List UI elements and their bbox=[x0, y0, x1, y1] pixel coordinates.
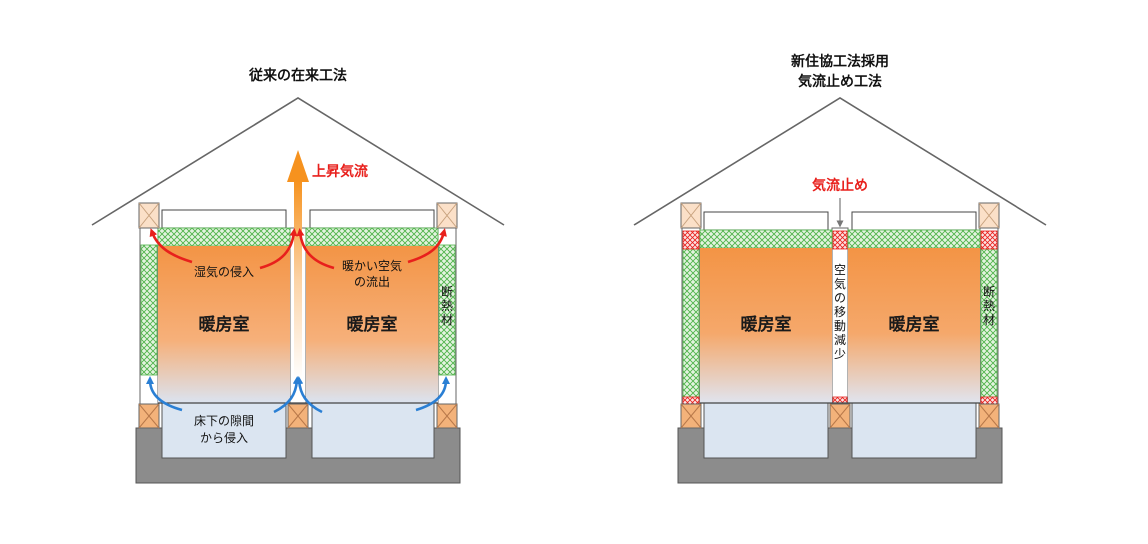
left-insulation-label: 断熱材 bbox=[441, 284, 453, 327]
right-room-right-label: 暖房室 bbox=[889, 314, 940, 335]
right-house-title-line1: 新住協工法採用 bbox=[791, 53, 889, 70]
blue-arrow-left bbox=[146, 376, 183, 412]
left-ceiling-box-right bbox=[309, 209, 435, 229]
right-house: 新住協工法採用 気流止め工法 bbox=[633, 53, 1047, 484]
right-post-top-right bbox=[978, 202, 1000, 229]
right-room-right bbox=[848, 248, 980, 403]
right-post-top-left bbox=[680, 202, 702, 229]
left-insulation-left bbox=[140, 244, 158, 376]
airstop-right-bottom bbox=[980, 396, 998, 405]
updraft-label: 上昇気流 bbox=[312, 163, 368, 180]
red-arrow-mid-left bbox=[259, 228, 298, 270]
blue-arrow-right bbox=[415, 376, 450, 412]
left-ceiling-box-left bbox=[161, 209, 287, 229]
right-insulation-label: 断熱材 bbox=[983, 284, 995, 327]
airstop-left-bottom bbox=[682, 396, 700, 405]
left-room-right bbox=[306, 246, 438, 403]
left-ceiling-insulation-left bbox=[157, 227, 291, 247]
right-post-bottom-mid bbox=[829, 403, 851, 429]
left-room-left-label: 暖房室 bbox=[199, 314, 250, 335]
right-house-title-line2: 気流止め工法 bbox=[798, 73, 882, 90]
right-ceiling-box-left bbox=[703, 211, 829, 231]
airstop-label: 気流止め bbox=[812, 177, 868, 194]
left-roof bbox=[91, 97, 505, 226]
reduced-movement-label: 空気の移動減少 bbox=[834, 263, 846, 361]
right-ceiling-box-right bbox=[851, 211, 977, 231]
right-room-left bbox=[700, 248, 832, 403]
right-post-bottom-left bbox=[680, 403, 702, 429]
left-post-bottom-right bbox=[436, 403, 458, 429]
right-underfloor-right bbox=[851, 402, 977, 459]
airstop-mid-top bbox=[832, 230, 848, 250]
updraft-arrow bbox=[287, 150, 309, 380]
red-arrow-mid-right bbox=[296, 228, 335, 270]
right-ceiling-insulation-right bbox=[847, 229, 981, 249]
blue-arrow-mid-right bbox=[295, 376, 323, 414]
right-room-left-label: 暖房室 bbox=[741, 314, 792, 335]
right-ceiling-insulation-left bbox=[699, 229, 833, 249]
warm-air-label-line1: 暖かい空気 bbox=[342, 258, 402, 273]
right-insulation-left bbox=[682, 248, 700, 398]
underfloor-label-line2: から侵入 bbox=[200, 430, 248, 445]
left-room-left bbox=[158, 246, 290, 403]
left-house-title: 従来の在来工法 bbox=[248, 67, 347, 84]
right-post-bottom-right bbox=[978, 403, 1000, 429]
airstop-left-top bbox=[682, 230, 700, 250]
left-insulation-right bbox=[438, 244, 456, 376]
right-underfloor-left bbox=[703, 402, 829, 459]
left-post-bottom-left bbox=[138, 403, 160, 429]
left-post-top-right bbox=[436, 202, 458, 229]
left-post-bottom-mid bbox=[287, 403, 309, 429]
moisture-label: 湿気の侵入 bbox=[194, 264, 254, 279]
left-underfloor-left bbox=[161, 402, 287, 459]
red-arrow-right bbox=[407, 228, 447, 264]
left-house: 従来の在来工法 bbox=[91, 67, 505, 484]
red-arrow-left bbox=[149, 228, 193, 264]
left-post-top-left bbox=[138, 202, 160, 229]
right-roof bbox=[633, 97, 1047, 226]
left-room-right-label: 暖房室 bbox=[347, 314, 398, 335]
underfloor-label-line1: 床下の隙間 bbox=[194, 414, 254, 428]
airstop-right-top bbox=[980, 230, 998, 250]
left-ceiling-insulation-right bbox=[305, 227, 439, 247]
warm-air-label-line2: の流出 bbox=[354, 275, 390, 289]
left-underfloor-right bbox=[311, 402, 435, 459]
